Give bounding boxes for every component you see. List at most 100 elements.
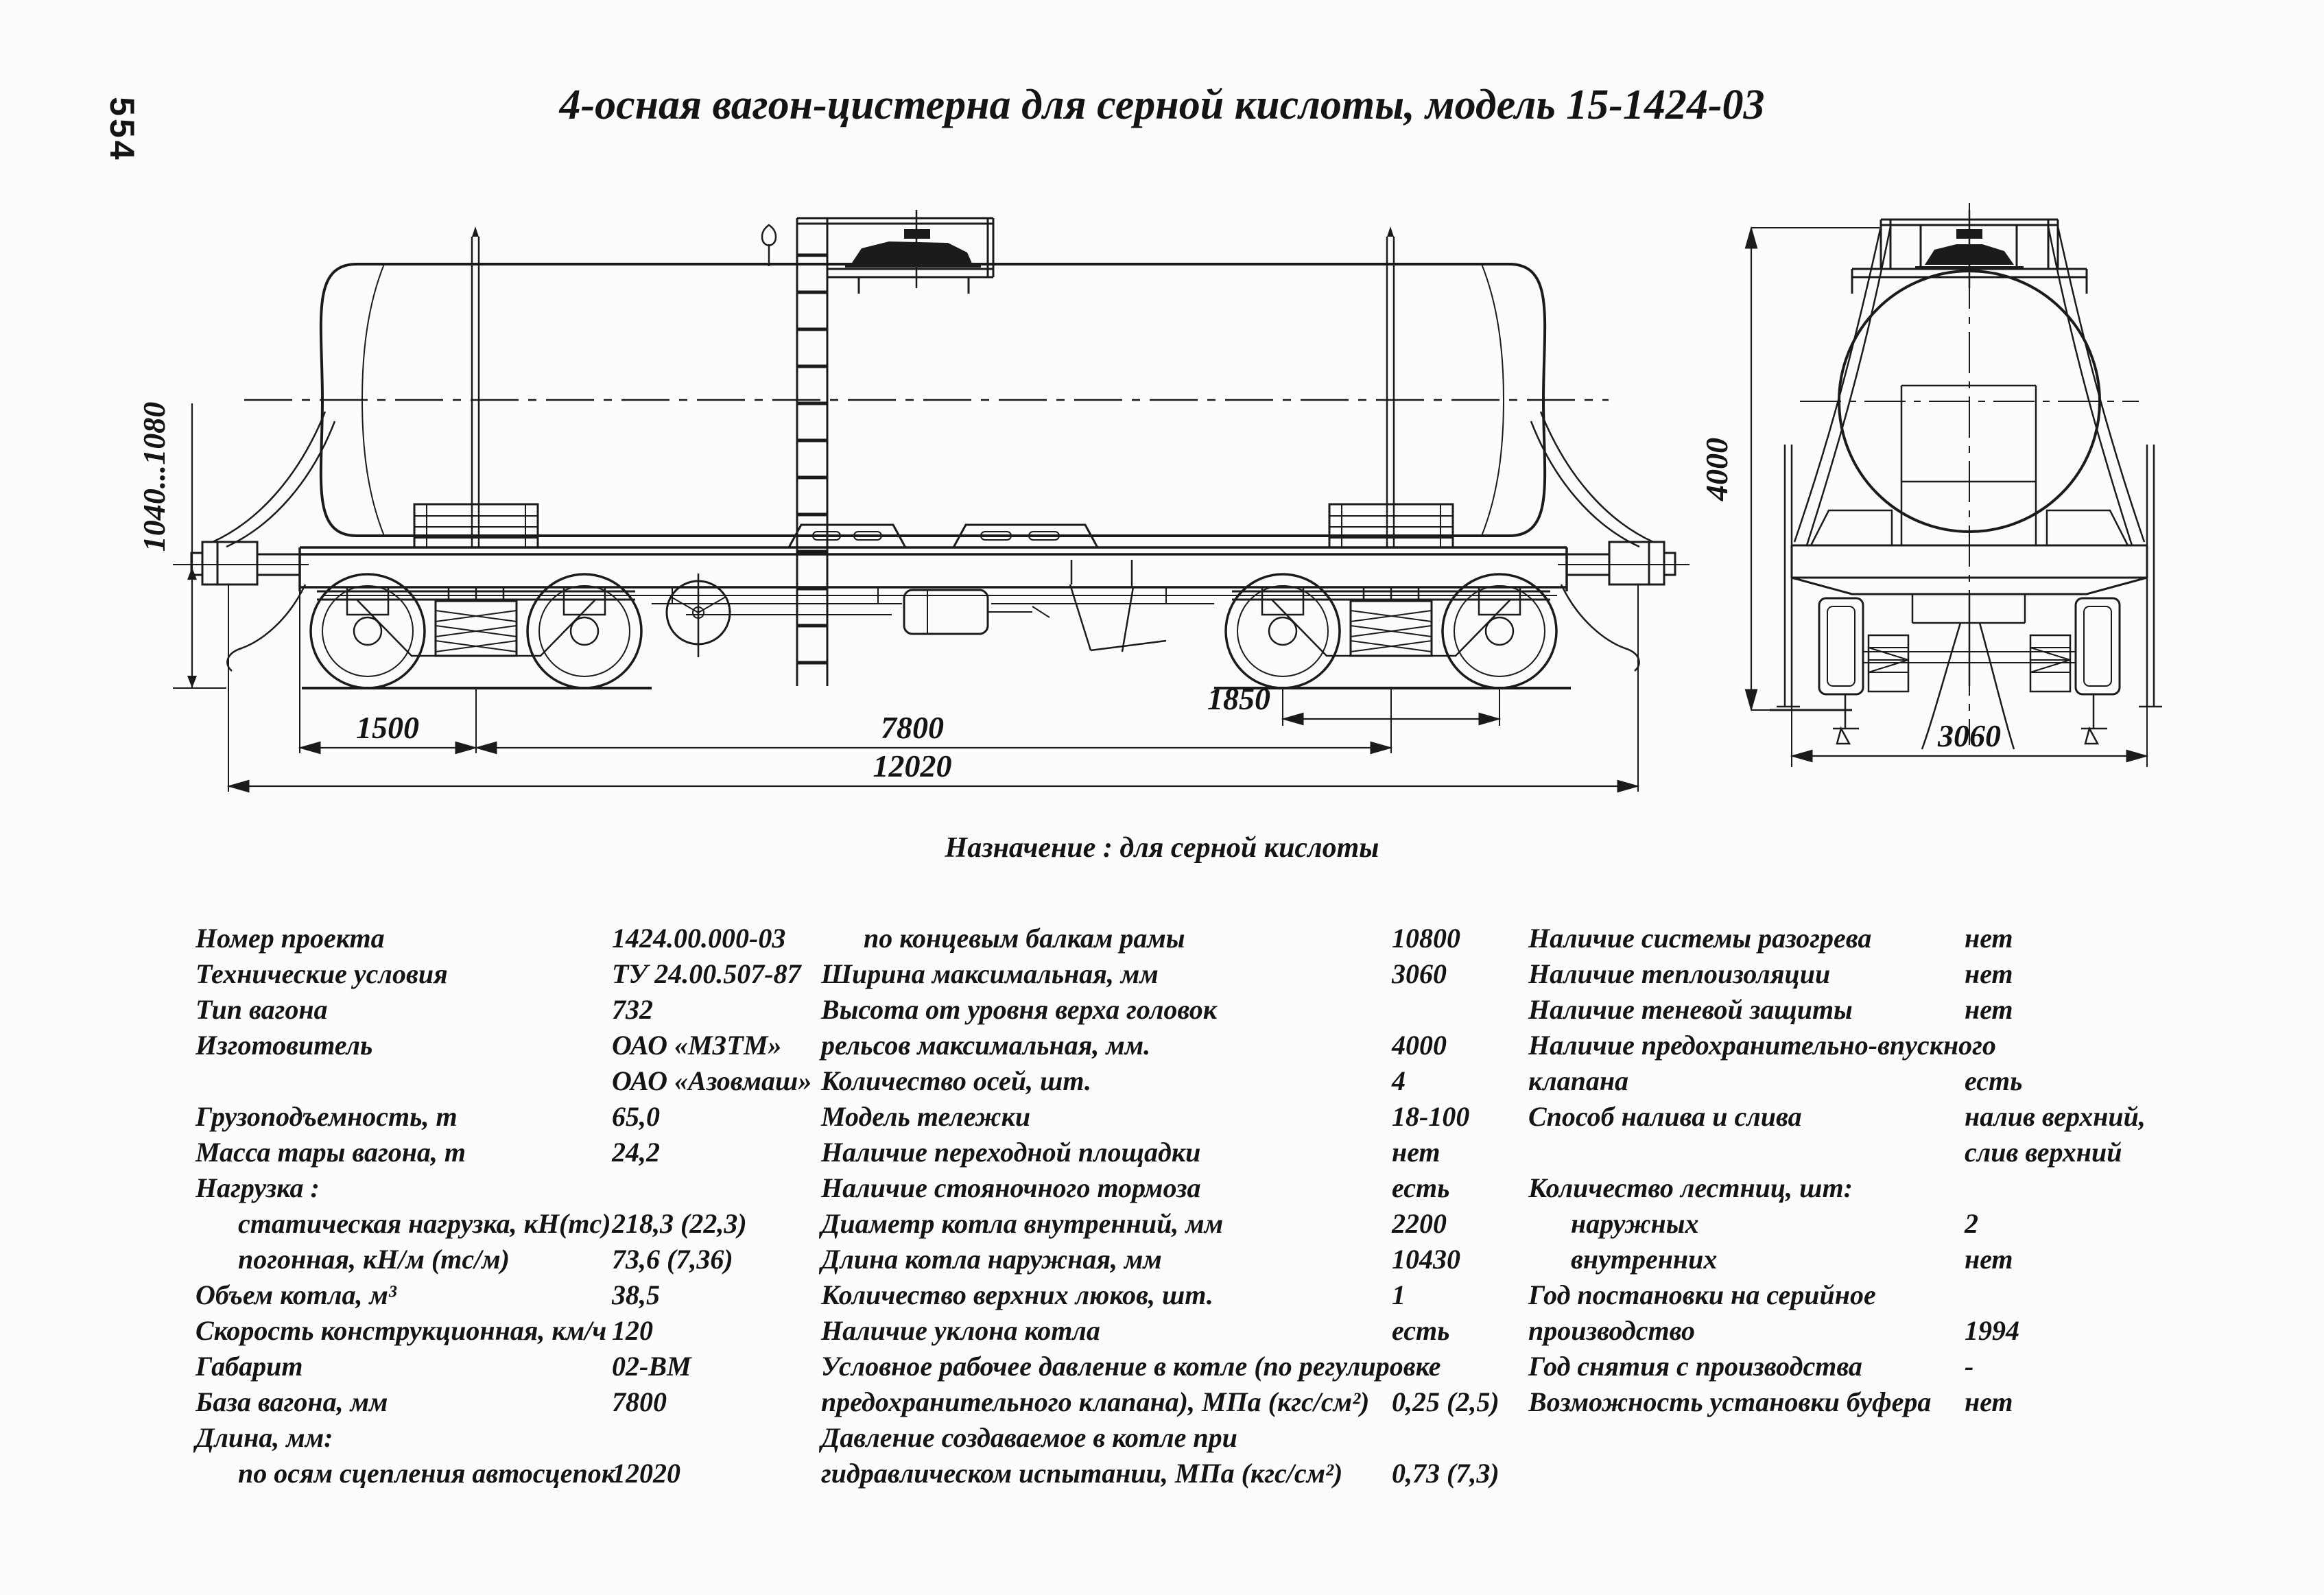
spec-label: Наличие переходной площадки <box>821 1137 1201 1168</box>
spec-value: 24,2 <box>612 1137 660 1168</box>
spec-label: по осям сцепления автосцепок <box>238 1458 616 1489</box>
spec-value: 120 <box>612 1315 653 1346</box>
spec-value: 0,25 (2,5) <box>1392 1386 1499 1417</box>
spec-label: внутренних <box>1571 1244 1718 1275</box>
spec-row: Длина, мм: <box>195 1420 820 1456</box>
tank-supports <box>413 226 1454 549</box>
spec-label: Тип вагона <box>195 994 328 1025</box>
spec-row: Наличие предохранительно-впускного <box>1528 1028 2317 1063</box>
spec-value: нет <box>1965 1244 2013 1275</box>
spec-row: Давление создаваемое в котле при <box>821 1420 1534 1456</box>
spec-label: Наличие теплоизоляции <box>1528 958 1831 989</box>
spec-row: слив верхний <box>1528 1135 2317 1170</box>
spec-value: 0,73 (7,3) <box>1392 1458 1499 1489</box>
spec-value: слив верхний <box>1965 1137 2122 1168</box>
spec-label: Условное рабочее давление в котле (по ре… <box>821 1351 1441 1382</box>
spec-label: Грузоподъемность, т <box>195 1101 458 1132</box>
spec-value: 10430 <box>1392 1244 1460 1275</box>
spec-row: Объем котла, м³ 38,5 <box>195 1277 820 1313</box>
page-title: 4-осная вагон-цистерна для серной кислот… <box>559 82 1765 128</box>
side-view-dimensions: 1850 1500 7800 12020 1040...1080 <box>137 402 1640 793</box>
spec-label: Объем котла, м³ <box>195 1279 396 1310</box>
spec-row: Высота от уровня верха головок <box>821 992 1534 1028</box>
spec-label: производство <box>1528 1315 1695 1346</box>
spec-label: гидравлическом испытании, МПа (кгс/см²) <box>821 1458 1343 1489</box>
spec-label: Скорость конструкционная, км/ч <box>195 1315 607 1346</box>
underframe <box>298 523 1568 596</box>
spec-label: Нагрузка : <box>195 1172 320 1203</box>
spec-value: 218,3 (22,3) <box>612 1208 747 1239</box>
spec-value: 38,5 <box>612 1279 660 1310</box>
top-platform-hatch <box>761 210 995 294</box>
dim-end-width: 3060 <box>1937 718 2001 753</box>
end-braces <box>212 411 1654 548</box>
spec-value: 3060 <box>1392 958 1447 989</box>
spec-row: предохранительного клапана), МПа (кгс/см… <box>821 1384 1534 1420</box>
spec-value: налив верхний, <box>1965 1101 2146 1132</box>
spec-row: клапана есть <box>1528 1063 2317 1099</box>
spec-label: Длина, мм: <box>195 1422 333 1453</box>
dim-end-height: 4000 <box>1699 438 1734 501</box>
spec-value: 4 <box>1392 1065 1406 1096</box>
ladder <box>796 218 829 686</box>
spec-label: клапана <box>1528 1065 1629 1096</box>
bogie-left <box>309 573 643 689</box>
spec-label: Количество лестниц, шт: <box>1528 1172 1853 1203</box>
purpose-line: Назначение : для серной кислоты <box>945 832 1379 864</box>
dim-length-over-couplers: 12020 <box>873 748 952 783</box>
spec-label: рельсов максимальная, мм. <box>821 1030 1151 1061</box>
spec-row: статическая нагрузка, кН(тс)218,3 (22,3) <box>195 1206 820 1242</box>
dim-frame-to-bogie: 1500 <box>356 710 419 745</box>
spec-label: Высота от уровня верха головок <box>821 994 1218 1025</box>
spec-row: Условное рабочее давление в котле (по ре… <box>821 1349 1534 1384</box>
spec-label: База вагона, мм <box>195 1386 388 1417</box>
spec-label: Масса тары вагона, т <box>195 1137 466 1168</box>
spec-value: 12020 <box>612 1458 680 1489</box>
spec-label: Диаметр котла внутренний, мм <box>821 1208 1224 1239</box>
side-view: 1850 1500 7800 12020 1040...1080 <box>137 210 1689 793</box>
spec-label: Количество верхних люков, шт. <box>821 1279 1213 1310</box>
spec-label: Номер проекта <box>195 923 385 954</box>
spec-label: Способ налива и слива <box>1528 1101 1802 1132</box>
spec-label: Возможность установки буфера <box>1528 1386 1932 1417</box>
spec-value: нет <box>1965 958 2013 989</box>
spec-label: Изготовитель <box>195 1030 373 1061</box>
spec-label: погонная, кН/м (тс/м) <box>238 1244 510 1275</box>
spec-row: Год снятия с производства- <box>1528 1349 2317 1384</box>
spec-value: ТУ 24.00.507-87 <box>612 958 801 989</box>
spec-value: есть <box>1965 1065 2023 1096</box>
technical-drawing: 1850 1500 7800 12020 1040...1080 <box>137 203 2162 793</box>
spec-value: 4000 <box>1392 1030 1447 1061</box>
dim-coupler-height: 1040...1080 <box>137 402 171 552</box>
spec-label: Модель тележки <box>821 1101 1031 1132</box>
spec-value: 65,0 <box>612 1101 660 1132</box>
spec-value: ОАО «МЗТМ» <box>612 1030 782 1061</box>
spec-value: ОАО «Азовмаш» <box>612 1065 812 1096</box>
coupler-right <box>1558 541 1689 672</box>
spec-row: Год постановки на серийное <box>1528 1277 2317 1313</box>
spec-label: предохранительного клапана), МПа (кгс/см… <box>821 1386 1370 1417</box>
